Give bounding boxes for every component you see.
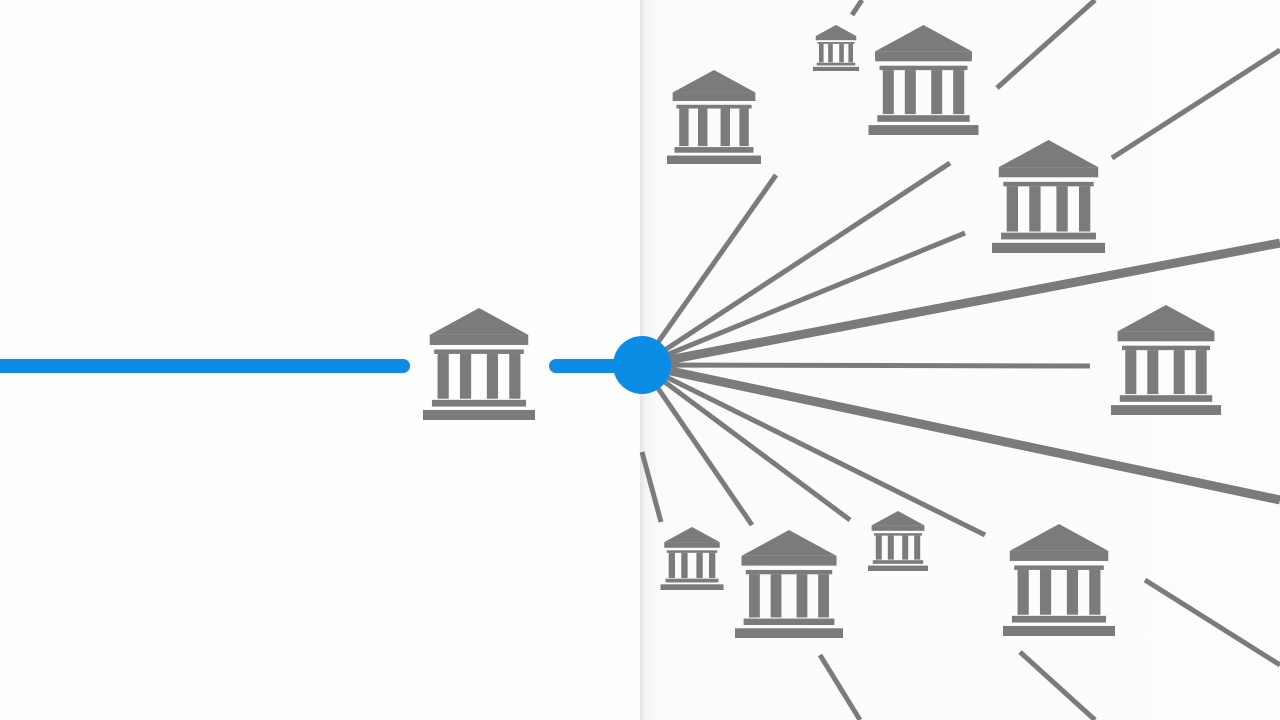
connection-line (639, 173, 779, 367)
connection-line (640, 362, 987, 538)
hub-dot (613, 336, 671, 394)
connection-line (1110, 47, 1280, 161)
connection-line (849, 0, 865, 17)
bank-building-icon (1003, 524, 1115, 636)
bank-building-icon (1111, 305, 1221, 415)
connection-line (641, 238, 1280, 370)
connection-line (640, 160, 952, 368)
bank-building-icon (868, 511, 928, 571)
connection-line (639, 363, 755, 527)
connection-line (1143, 577, 1280, 668)
connection-line (995, 0, 1097, 90)
bank-building-icon (735, 530, 843, 638)
connection-line (817, 653, 863, 720)
bank-building-icon (868, 25, 979, 135)
connection-line (639, 451, 664, 523)
connection-line (641, 362, 1091, 369)
gray-connections (639, 0, 1280, 720)
bank-building-icon (423, 308, 535, 420)
connection-line (641, 360, 1280, 505)
bank-building-icon (667, 70, 761, 164)
connection-line (1018, 650, 1097, 720)
bank-building-icon (813, 25, 859, 71)
connection-line (640, 362, 852, 523)
bank-building-icon (992, 140, 1105, 253)
bank-building-icon (660, 527, 724, 590)
connection-line (641, 230, 966, 368)
